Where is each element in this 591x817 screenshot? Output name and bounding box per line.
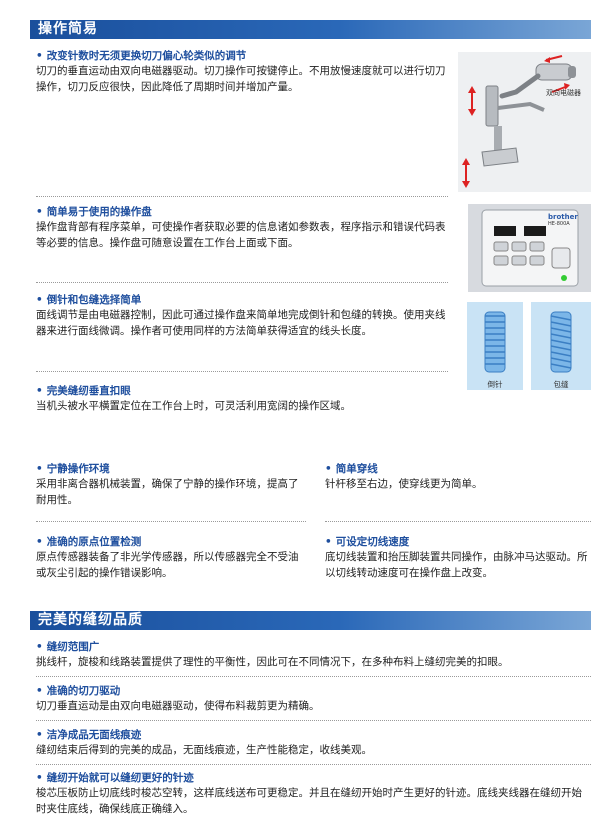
feature-item: •准确的原点位置检测 原点传感器装备了非光学传感器，所以传感器完全不受油或灰尘引… [36, 535, 306, 581]
mechanism-label: 双向电磁器 [546, 89, 581, 97]
swatch-caption: 倒针 [487, 380, 503, 389]
feature-title: •完美缝纫垂直扣眼 [36, 385, 131, 397]
feature-item: •简单穿线 针杆移至右边，使穿线更为简单。 [325, 462, 591, 492]
divider [36, 720, 591, 721]
stitch-pattern-icon [531, 302, 591, 378]
feature-description: 梭芯压板防止切底线时梭芯空转，这样底线送布可更稳定。并且在缝纫开始时产生更好的针… [36, 787, 582, 815]
feature-description: 挑线杆，旋梭和线路装置提供了理性的平衡性，因此可在不同情况下，在多种布料上缝纫完… [36, 656, 509, 668]
bullet-icon: • [36, 50, 43, 62]
feature-title: •缝纫开始就可以缝纫更好的针迹 [36, 772, 194, 784]
bullet-icon: • [325, 463, 332, 475]
feature-item: •可设定切线速度 底切线装置和抬压脚装置共同操作，由脉冲马达驱动。所以切线转动速… [325, 535, 591, 581]
divider [36, 676, 591, 677]
feature-title: •改变针数时无须更换切刀偏心轮类似的调节 [36, 50, 247, 62]
swatch-caption: 包缝 [553, 380, 569, 389]
feature-description: 切刀的垂直运动由双向电磁器驱动。切刀操作可按键停止。不用放慢速度就可以进行切刀操… [36, 65, 446, 93]
feature-item: •洁净成品无面线痕迹 缝纫结束后得到的完美的成品，无面线痕迹，生产性能稳定，收线… [36, 728, 591, 758]
bullet-icon: • [36, 685, 43, 697]
bullet-icon: • [36, 536, 43, 548]
feature-description: 原点传感器装备了非光学传感器，所以传感器完全不受油或灰尘引起的操作错误影响。 [36, 551, 299, 579]
section-header-sewing-quality: 完美的缝纫品质 [30, 611, 591, 630]
feature-title: •倒针和包缝选择简单 [36, 294, 142, 306]
overlock-stitch-swatch: 包缝 [531, 302, 591, 390]
feature-title: •宁静操作环境 [36, 463, 110, 475]
mechanism-illustration-icon [458, 52, 591, 192]
divider [36, 196, 448, 197]
feature-description: 操作盘背部有程序菜单，可使操作者获取必要的信息诸如参数表，程序指示和错误代码表等… [36, 221, 446, 249]
divider [36, 764, 591, 765]
section-header-ease-of-operation: 操作简易 [30, 20, 591, 39]
panel-model: HE-800A [548, 221, 570, 227]
feature-title: •洁净成品无面线痕迹 [36, 729, 142, 741]
feature-description: 针杆移至右边，使穿线更为简单。 [325, 478, 483, 490]
divider [36, 371, 448, 372]
feature-description: 当机头被水平横置定位在工作台上时，可灵活利用宽阔的操作区域。 [36, 400, 351, 412]
stitch-pattern-icon [467, 302, 523, 378]
reverse-stitch-swatch: 倒针 [467, 302, 523, 390]
feature-description: 缝纫结束后得到的完美的成品，无面线痕迹，生产性能稳定，收线美观。 [36, 744, 372, 756]
feature-title: •缝纫范围广 [36, 641, 100, 653]
operation-panel-icon [468, 204, 591, 292]
feature-item: •准确的切刀驱动 切刀垂直运动是由双向电磁器驱动，使得布料裁剪更为精确。 [36, 684, 591, 714]
feature-description: 底切线装置和抬压脚装置共同操作，由脉冲马达驱动。所以切线转动速度可在操作盘上改变… [325, 551, 588, 579]
bullet-icon: • [36, 294, 43, 306]
feature-title: •简单易于使用的操作盘 [36, 206, 152, 218]
divider [325, 521, 591, 522]
feature-item: •简单易于使用的操作盘 操作盘背部有程序菜单，可使操作者获取必要的信息诸如参数表… [36, 205, 448, 251]
bullet-icon: • [36, 772, 43, 784]
operation-panel-image: brother HE-800A [468, 204, 591, 292]
bullet-icon: • [325, 536, 332, 548]
bullet-icon: • [36, 206, 43, 218]
feature-item: •宁静操作环境 采用非离合器机械装置，确保了宁静的操作环境，提高了耐用性。 [36, 462, 306, 508]
feature-title: •准确的切刀驱动 [36, 685, 121, 697]
feature-description: 切刀垂直运动是由双向电磁器驱动，使得布料裁剪更为精确。 [36, 700, 320, 712]
feature-description: 面线调节是由电磁器控制，因此可通过操作盘来简单地完成倒针和包缝的转换。使用夹线器… [36, 309, 446, 337]
cutter-mechanism-image: 双向电磁器 [458, 52, 591, 192]
feature-title: •简单穿线 [325, 463, 378, 475]
panel-brand: brother [548, 213, 578, 221]
bullet-icon: • [36, 641, 43, 653]
divider [36, 282, 448, 283]
feature-item: •倒针和包缝选择简单 面线调节是由电磁器控制，因此可通过操作盘来简单地完成倒针和… [36, 293, 448, 339]
feature-description: 采用非离合器机械装置，确保了宁静的操作环境，提高了耐用性。 [36, 478, 299, 506]
feature-item: •完美缝纫垂直扣眼 当机头被水平横置定位在工作台上时，可灵活利用宽阔的操作区域。 [36, 384, 496, 414]
feature-item: •缝纫范围广 挑线杆，旋梭和线路装置提供了理性的平衡性，因此可在不同情况下，在多… [36, 640, 591, 670]
feature-item: •改变针数时无须更换切刀偏心轮类似的调节 切刀的垂直运动由双向电磁器驱动。切刀操… [36, 49, 448, 95]
bullet-icon: • [36, 385, 43, 397]
divider [36, 521, 306, 522]
section-title: 操作简易 [38, 21, 98, 37]
feature-title: •可设定切线速度 [325, 536, 410, 548]
bullet-icon: • [36, 463, 43, 475]
feature-title: •准确的原点位置检测 [36, 536, 142, 548]
feature-item: •缝纫开始就可以缝纫更好的针迹 梭芯压板防止切底线时梭芯空转，这样底线送布可更稳… [36, 771, 591, 817]
bullet-icon: • [36, 729, 43, 741]
section-title: 完美的缝纫品质 [38, 612, 143, 628]
